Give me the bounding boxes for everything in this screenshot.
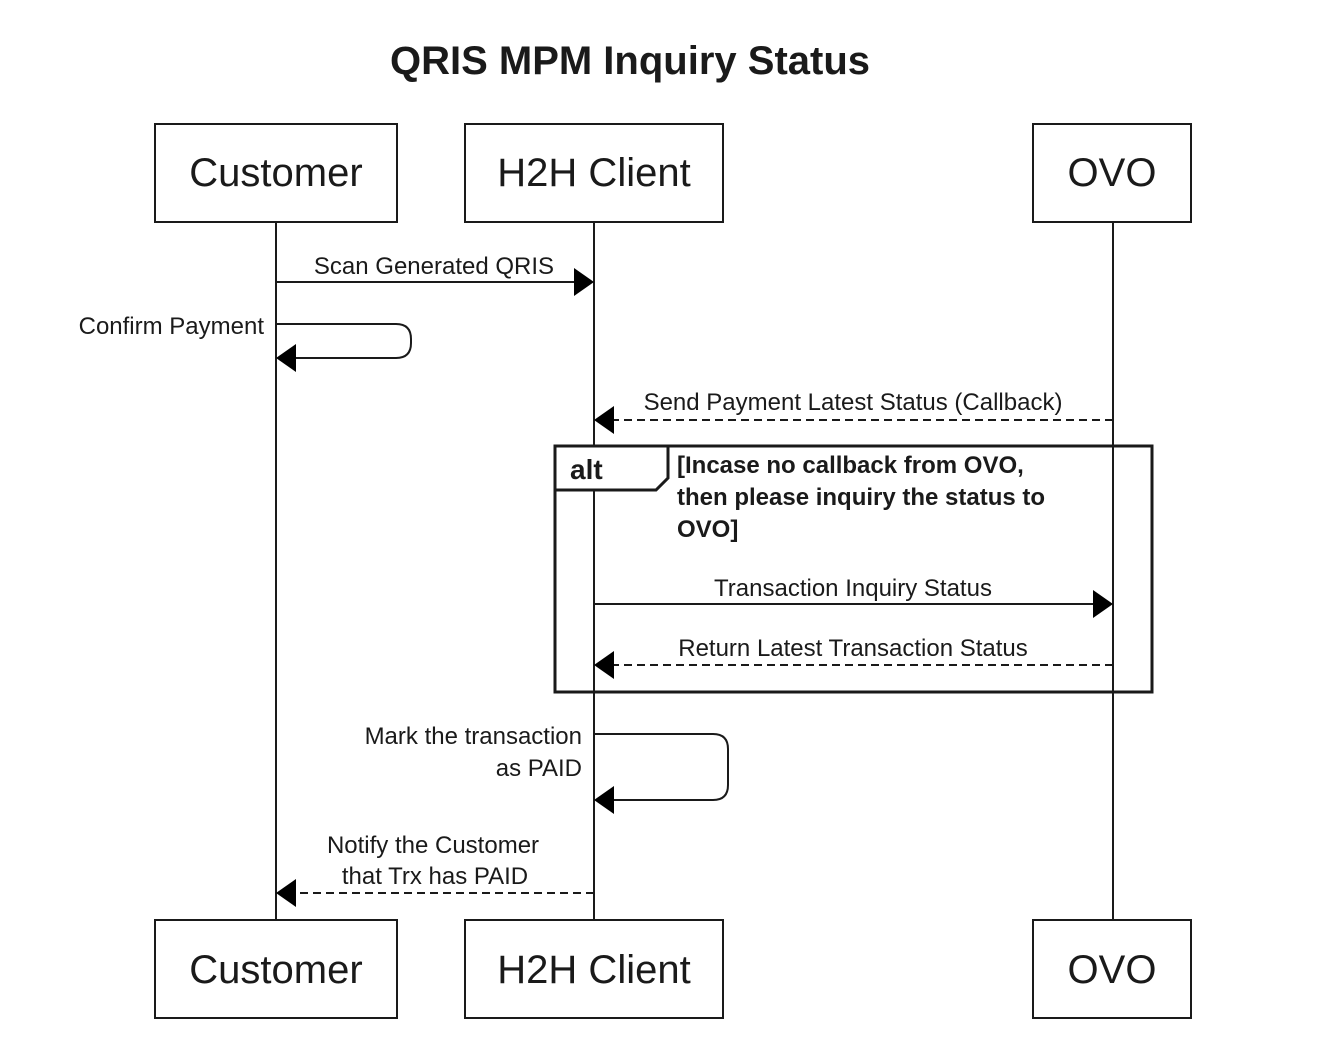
message-label: Notify the Customer: [327, 832, 539, 859]
arrowhead-right-icon: [1093, 590, 1113, 618]
arrowhead-left-icon: [276, 879, 296, 907]
diagram-title: QRIS MPM Inquiry Status: [390, 39, 870, 83]
message-return-latest-transaction-status: Return Latest Transaction Status: [594, 635, 1113, 679]
arrowhead-left-icon: [276, 344, 296, 372]
participant-label: Customer: [189, 948, 362, 992]
participant-ovo-top: OVO: [1032, 123, 1192, 223]
message-scan-generated-qris: Scan Generated QRIS: [276, 253, 594, 296]
message-label: Transaction Inquiry Status: [714, 575, 992, 602]
fragment-condition-line: then please inquiry the status to: [677, 484, 1045, 511]
participant-customer-top: Customer: [154, 123, 398, 223]
message-label: Return Latest Transaction Status: [678, 635, 1028, 662]
participant-label: OVO: [1068, 151, 1157, 195]
arrowhead-right-icon: [574, 268, 594, 296]
arrowhead-left-icon: [594, 406, 614, 434]
message-label: Send Payment Latest Status (Callback): [644, 389, 1063, 416]
message-label: as PAID: [496, 755, 582, 782]
fragment-condition-line: OVO]: [677, 516, 738, 543]
participant-h2h-client-bottom: H2H Client: [464, 919, 724, 1019]
message-transaction-inquiry-status: Transaction Inquiry Status: [594, 575, 1113, 618]
message-mark-transaction-paid: Mark the transaction as PAID: [365, 723, 729, 814]
message-send-payment-latest-status: Send Payment Latest Status (Callback): [594, 389, 1113, 434]
arrowhead-left-icon: [594, 786, 614, 814]
fragment-condition: [Incase no callback from OVO, then pleas…: [677, 452, 1052, 543]
message-label: Confirm Payment: [79, 313, 265, 340]
participant-h2h-client-top: H2H Client: [464, 123, 724, 223]
participant-label: Customer: [189, 151, 362, 195]
fragment-type-label: alt: [570, 454, 603, 485]
message-confirm-payment: Confirm Payment: [79, 313, 412, 372]
arrowhead-left-icon: [594, 651, 614, 679]
participant-customer-bottom: Customer: [154, 919, 398, 1019]
alt-fragment: alt [Incase no callback from OVO, then p…: [553, 444, 1154, 694]
fragment-condition-line: [Incase no callback from OVO,: [677, 452, 1024, 479]
participant-label: OVO: [1068, 948, 1157, 992]
participant-ovo-bottom: OVO: [1032, 919, 1192, 1019]
message-label: that Trx has PAID: [342, 863, 528, 890]
participant-label: H2H Client: [497, 151, 690, 195]
message-notify-customer: Notify the Customer that Trx has PAID: [276, 832, 594, 907]
message-label: Scan Generated QRIS: [314, 253, 554, 280]
participant-label: H2H Client: [497, 948, 690, 992]
message-label: Mark the transaction: [365, 723, 582, 750]
